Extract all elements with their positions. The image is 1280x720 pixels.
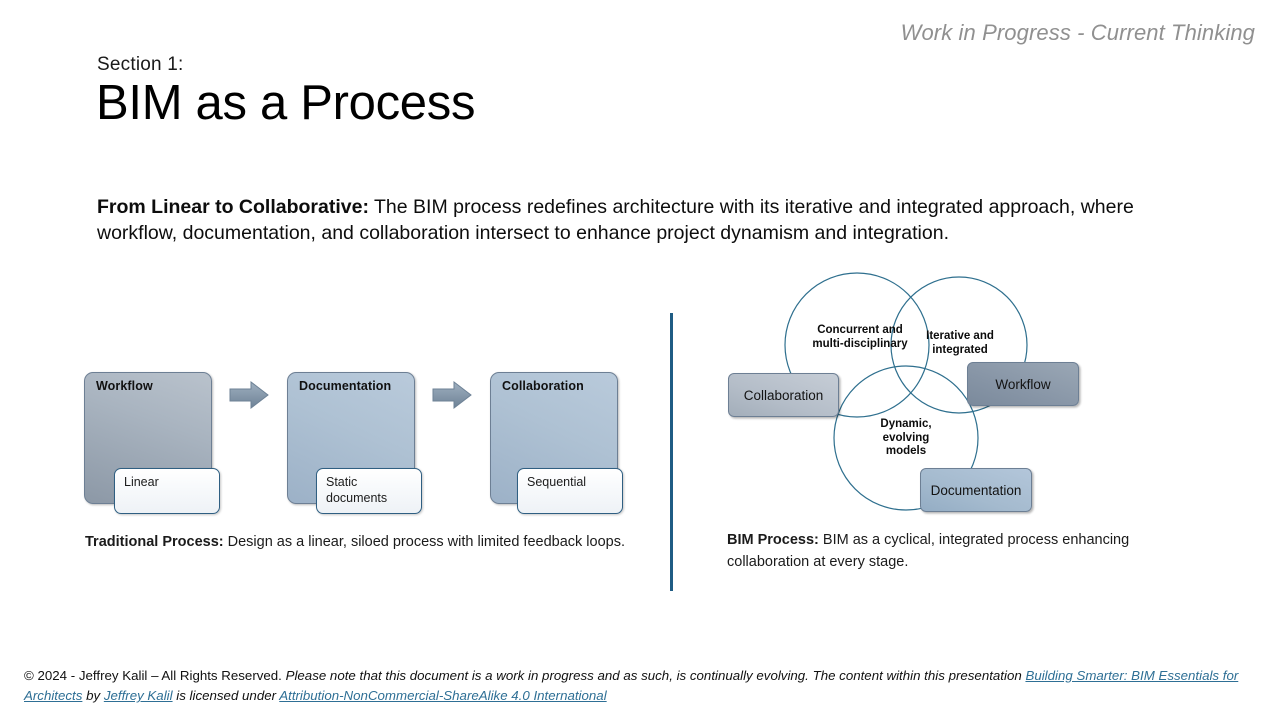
footer-licensed-under: is licensed under bbox=[172, 688, 280, 703]
page-title: BIM as a Process bbox=[96, 76, 476, 130]
caption-traditional-process: Traditional Process: Design as a linear,… bbox=[85, 531, 625, 553]
footer-legal: © 2024 - Jeffrey Kalil – All Rights Rese… bbox=[24, 666, 1259, 706]
node-workflow[interactable]: Workflow bbox=[967, 362, 1079, 406]
callout-static-documents-label: Static documents bbox=[326, 475, 388, 505]
callout-sequential[interactable]: Sequential bbox=[517, 468, 623, 514]
venn-label-concurrent: Concurrent and multi-disciplinary bbox=[812, 324, 908, 350]
node-documentation-label: Documentation bbox=[930, 482, 1022, 498]
venn-label-iterative: Iterative and integrated bbox=[926, 330, 994, 356]
node-documentation[interactable]: Documentation bbox=[920, 468, 1032, 512]
node-collaboration-label: Collaboration bbox=[743, 387, 824, 403]
bim-process-diagram: Concurrent and multi-disciplinary Iterat… bbox=[720, 272, 1100, 522]
footer-link-book-title[interactable]: Building Smarter: BIM Essentials for Arc… bbox=[24, 668, 1239, 703]
footer-copyright: © 2024 - Jeffrey Kalil – All Rights Rese… bbox=[24, 668, 282, 683]
callout-linear[interactable]: Linear bbox=[114, 468, 220, 514]
stage-workflow-title: Workflow bbox=[96, 379, 153, 393]
footer-note: Please note that this document is a work… bbox=[281, 668, 1026, 683]
circle-concurrent bbox=[784, 272, 930, 418]
arrow-right-icon bbox=[229, 380, 269, 410]
footer-link-author[interactable]: Jeffrey Kalil bbox=[103, 688, 173, 703]
node-workflow-label: Workflow bbox=[995, 376, 1051, 392]
callout-linear-label: Linear bbox=[124, 475, 159, 489]
stage-collaboration-title: Collaboration bbox=[502, 379, 584, 393]
footer-link-license[interactable]: Attribution-NonCommercial-ShareAlike 4.0… bbox=[279, 688, 607, 703]
circle-dynamic bbox=[833, 365, 979, 511]
callout-static-documents[interactable]: Static documents bbox=[316, 468, 422, 514]
caption-bim-process: BIM Process: BIM as a cyclical, integrat… bbox=[727, 529, 1167, 573]
caption-bim-label: BIM Process: bbox=[727, 532, 819, 548]
work-in-progress-note: Work in Progress - Current Thinking bbox=[900, 20, 1255, 45]
lead-paragraph: From Linear to Collaborative: The BIM pr… bbox=[97, 194, 1157, 246]
venn-circles bbox=[784, 272, 1028, 511]
lead-body: The BIM process redefines architecture w… bbox=[97, 196, 1134, 244]
venn-label-dynamic: Dynamic, evolving models bbox=[880, 418, 932, 457]
footer-by: by bbox=[82, 688, 104, 703]
circle-iterative bbox=[890, 276, 1028, 414]
caption-traditional-label: Traditional Process: bbox=[85, 534, 224, 550]
section-divider bbox=[670, 313, 673, 591]
section-eyebrow: Section 1: bbox=[97, 54, 184, 75]
traditional-process-diagram: Workflow Linear Documentation Static doc… bbox=[84, 372, 634, 517]
caption-traditional-body: Design as a linear, siloed process with … bbox=[223, 534, 625, 550]
lead-bold-prefix: From Linear to Collaborative: bbox=[97, 196, 369, 218]
stage-documentation-title: Documentation bbox=[299, 379, 392, 393]
arrow-right-icon bbox=[432, 380, 472, 410]
node-collaboration[interactable]: Collaboration bbox=[728, 373, 839, 417]
caption-bim-body: BIM as a cyclical, integrated process en… bbox=[727, 532, 1130, 570]
callout-sequential-label: Sequential bbox=[527, 475, 587, 489]
